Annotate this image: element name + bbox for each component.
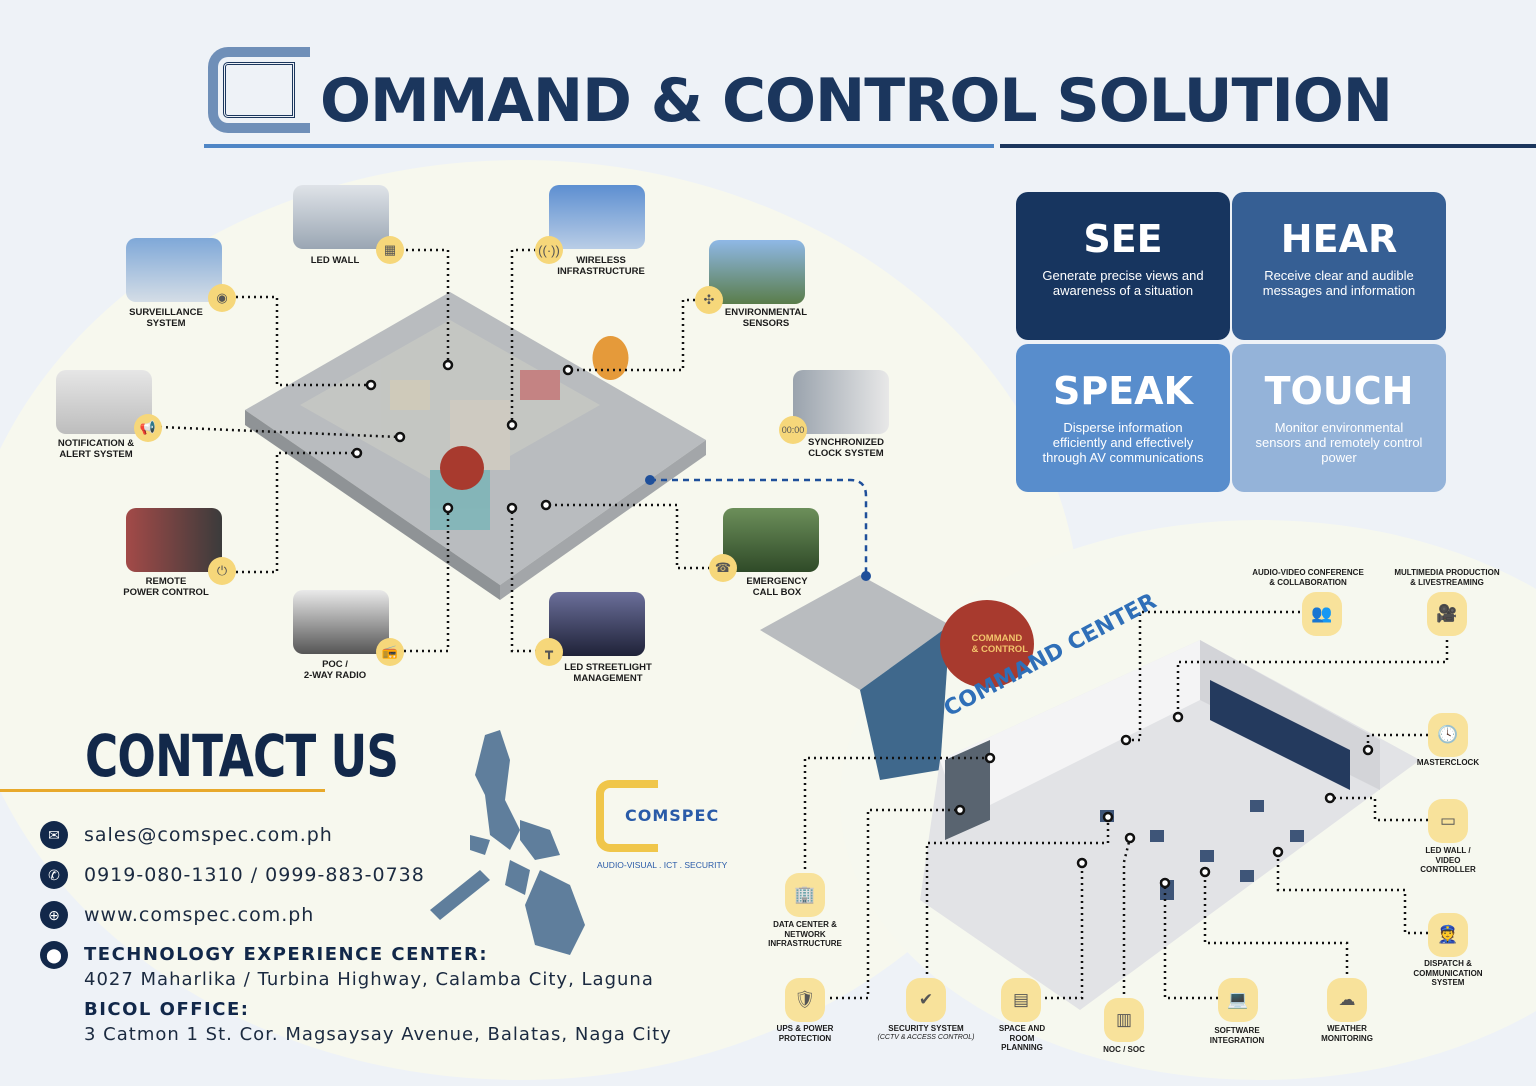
led-wall-icon: ▦ xyxy=(376,236,404,264)
masterclock-icon: 🕓 xyxy=(1428,713,1468,757)
data-center-label: DATA CENTER & NETWORK INFRASTRUCTURE xyxy=(768,920,842,948)
masterclock-label: MASTERCLOCK xyxy=(1416,758,1480,767)
led-controller-label: LED WALL / VIDEO CONTROLLER xyxy=(1420,846,1476,874)
megaphone-icon: 📢 xyxy=(134,414,162,442)
phone-text[interactable]: 0919-080-1310 / 0999-883-0738 xyxy=(84,864,425,886)
clock-photo xyxy=(793,370,889,434)
weather-icon: ☁ xyxy=(1327,978,1367,1022)
streetlight-photo xyxy=(549,592,645,656)
space-planning-label: SPACE AND ROOM PLANNING xyxy=(998,1024,1046,1052)
website-row: ⊕ www.comspec.com.ph xyxy=(40,901,314,929)
security-label: SECURITY SYSTEM xyxy=(888,1024,964,1033)
email-icon: ✉ xyxy=(40,821,68,849)
poc-radio-label: POC / 2-WAY RADIO xyxy=(303,659,367,681)
tec-heading: TECHNOLOGY EXPERIENCE CENTER: xyxy=(84,944,489,965)
clock-label: SYNCHRONIZED CLOCK SYSTEM xyxy=(807,437,884,459)
contact-title: CONTACT US xyxy=(85,722,399,790)
noc-soc-icon: ▥ xyxy=(1104,998,1144,1042)
environmental-photo xyxy=(709,240,805,304)
av-conference-label: AUDIO-VIDEO CONFERENCE & COLLABORATION xyxy=(1252,568,1364,587)
comspec-logo-mark xyxy=(596,780,658,852)
surveillance-label: SURVEILLANCE SYSTEM xyxy=(129,307,203,329)
remote-power-label: REMOTE POWER CONTROL xyxy=(123,576,209,598)
email-link[interactable]: sales@comspec.com.ph xyxy=(84,824,333,846)
brand-tagline: AUDIO-VISUAL . ICT . SECURITY xyxy=(597,860,728,870)
remote-power-photo xyxy=(126,508,222,572)
software-label: SOFTWARE INTEGRATION xyxy=(1209,1026,1265,1045)
cctv-icon: ◉ xyxy=(208,284,236,312)
wireless-icon: ((·)) xyxy=(535,236,563,264)
digital-clock-icon: 00:00 xyxy=(779,416,807,444)
environmental-label: ENVIRONMENTAL SENSORS xyxy=(724,307,808,329)
pillar-title: SEE xyxy=(1083,217,1163,261)
globe-icon: ⊕ xyxy=(40,901,68,929)
security-sublabel: (CCTV & ACCESS CONTROL) xyxy=(877,1034,975,1041)
pillar-title: TOUCH xyxy=(1264,369,1414,413)
led-wall-label: LED WALL xyxy=(310,255,360,266)
bicol-address: 3 Catmon 1 St. Cor. Magsaysay Avenue, Ba… xyxy=(84,1024,672,1045)
radio-photo xyxy=(293,590,389,654)
email-row: ✉ sales@comspec.com.ph xyxy=(40,821,333,849)
remote-power-icon: ⏻ xyxy=(208,557,236,585)
website-link[interactable]: www.comspec.com.ph xyxy=(84,904,315,926)
title-logo-c xyxy=(208,47,310,133)
ups-icon: 🛡 xyxy=(785,978,825,1022)
ups-label: UPS & POWER PROTECTION xyxy=(776,1024,834,1043)
pillar-text: Generate precise views and awareness of … xyxy=(1042,268,1204,298)
tec-address: 4027 Maharlika / Turbina Highway, Calamb… xyxy=(84,969,654,990)
emergency-photo xyxy=(723,508,819,572)
pillar-see: SEE Generate precise views and awareness … xyxy=(1016,192,1230,340)
streetlight-icon: ┳ xyxy=(535,638,563,666)
weather-label: WEATHER MONITORING xyxy=(1321,1024,1373,1043)
software-icon: 💻 xyxy=(1218,978,1258,1022)
pillar-text: Monitor environmental sensors and remote… xyxy=(1255,420,1423,465)
command-control-badge: COMMAND & CONTROL xyxy=(940,600,1034,688)
multimedia-label: MULTIMEDIA PRODUCTION & LIVESTREAMING xyxy=(1394,568,1500,587)
pillar-text: Receive clear and audible messages and i… xyxy=(1262,268,1416,298)
comspec-logo-text: COMSPEC xyxy=(625,806,720,825)
page-title: OMMAND & CONTROL SOLUTION xyxy=(320,66,1393,136)
pillar-text: Disperse information efficiently and eff… xyxy=(1042,420,1204,465)
surveillance-photo xyxy=(126,238,222,302)
pillar-hear: HEAR Receive clear and audible messages a… xyxy=(1232,192,1446,340)
av-conference-icon: 👥 xyxy=(1302,592,1342,636)
pillar-title: HEAR xyxy=(1280,217,1398,261)
dispatch-label: DISPATCH & COMMUNICATION SYSTEM xyxy=(1413,959,1483,987)
streetlight-label: LED STREETLIGHT MANAGEMENT xyxy=(564,662,652,684)
security-icon: ✔ xyxy=(906,978,946,1022)
pillar-touch: TOUCH Monitor environmental sensors and r… xyxy=(1232,344,1446,492)
led-wall-photo xyxy=(293,185,389,249)
space-planning-icon: ▤ xyxy=(1001,978,1041,1022)
bicol-heading: BICOL OFFICE: xyxy=(84,999,250,1020)
call-box-icon: ☎ xyxy=(709,554,737,582)
notification-label: NOTIFICATION & ALERT SYSTEM xyxy=(57,438,135,460)
led-controller-icon: ▭ xyxy=(1428,799,1468,843)
wireless-label: WIRELESS INFRASTRUCTURE xyxy=(557,255,645,277)
pillar-title: SPEAK xyxy=(1052,369,1194,413)
pillar-speak: SPEAK Disperse information efficiently an… xyxy=(1016,344,1230,492)
sensor-icon: ✣ xyxy=(695,286,723,314)
radio-icon: 📻 xyxy=(376,638,404,666)
multimedia-icon: 🎥 xyxy=(1427,592,1467,636)
emergency-label: EMERGENCY CALL BOX xyxy=(746,576,808,598)
noc-soc-label: NOC / SOC xyxy=(1103,1045,1145,1054)
wireless-photo xyxy=(549,185,645,249)
data-center-icon: 🏢 xyxy=(785,873,825,917)
dispatch-icon: 👮 xyxy=(1428,913,1468,957)
phone-icon: ✆ xyxy=(40,861,68,889)
phone-row: ✆ 0919-080-1310 / 0999-883-0738 xyxy=(40,861,425,889)
location-pin-icon: ⬤ xyxy=(40,941,68,969)
